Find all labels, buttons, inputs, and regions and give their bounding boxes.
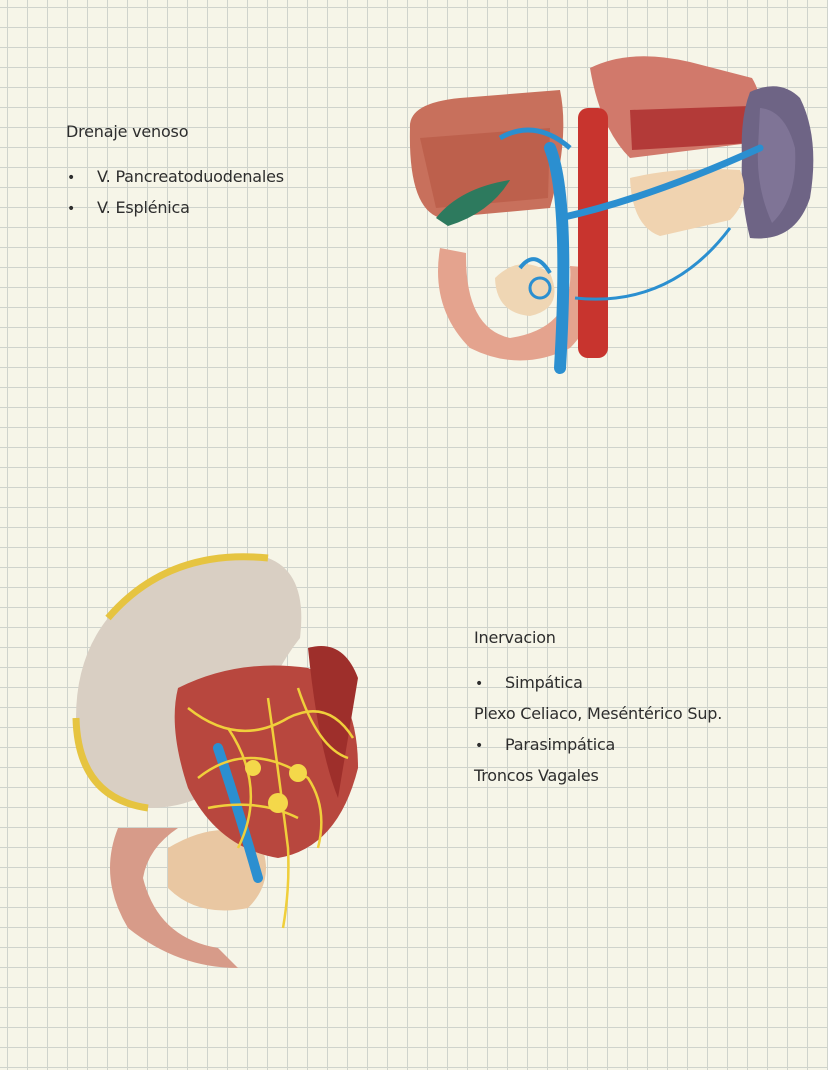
pancreas-nerves-illustration — [72, 553, 358, 968]
sympathetic-label: Simpática — [505, 673, 583, 692]
venous-heading: Drenaje venoso — [66, 122, 189, 141]
list-item: • V. Esplénica — [66, 198, 284, 229]
pancreas-veins-illustration — [409, 56, 814, 374]
venous-drainage-notes: Drenaje venoso • V. Pancreatoduodenales … — [66, 122, 284, 229]
bullet-icon: • — [67, 170, 76, 186]
bullet-icon: • — [67, 201, 76, 217]
sympathetic-detail: Plexo Celiaco, Meséntérico Sup. — [474, 704, 723, 723]
parasympathetic-detail: Troncos Vagales — [474, 766, 599, 785]
bullet-icon: • — [475, 738, 484, 754]
bullet-icon: • — [475, 676, 484, 692]
innervation-notes: Inervacion • Simpática Plexo Celiaco, Me… — [474, 628, 722, 797]
list-item: • Parasimpática — [474, 735, 722, 766]
list-item: • V. Pancreatoduodenales — [66, 167, 284, 198]
list-item: • Simpática — [474, 673, 722, 704]
parasympathetic-label: Parasimpática — [505, 735, 616, 754]
list-item-label: V. Pancreatoduodenales — [97, 167, 284, 186]
list-item-label: V. Esplénica — [97, 198, 190, 217]
innervation-heading: Inervacion — [474, 628, 556, 647]
